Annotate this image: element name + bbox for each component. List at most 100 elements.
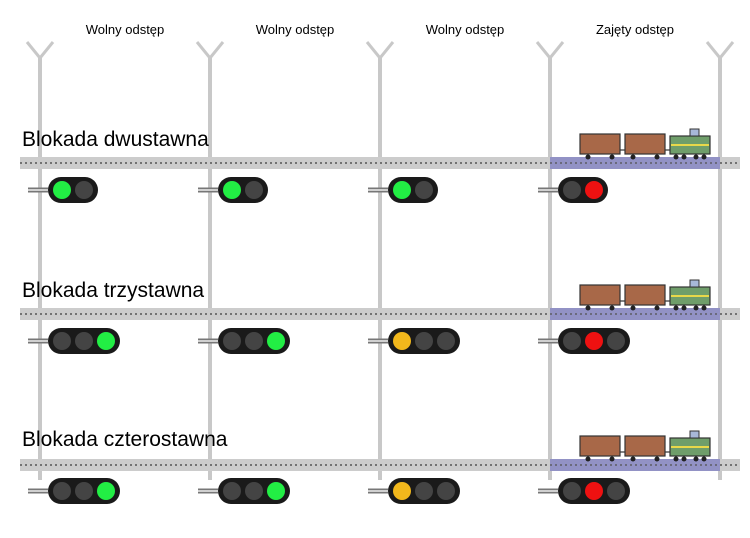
wheel <box>630 456 636 462</box>
wheel <box>701 305 707 311</box>
wheel <box>701 154 707 160</box>
signal <box>28 328 120 354</box>
signal-lamp-green <box>267 332 285 350</box>
signal-lamp-off <box>607 482 625 500</box>
track <box>20 459 740 471</box>
train <box>579 128 711 160</box>
signal-lamp-green <box>393 181 411 199</box>
locomotive-cab <box>689 279 700 288</box>
signal-lamp-off <box>223 332 241 350</box>
wagon <box>579 133 621 155</box>
signal-lamp-off <box>75 181 93 199</box>
signal-lamp-off <box>415 332 433 350</box>
signal-lamp-off <box>53 482 71 500</box>
trains <box>579 128 711 462</box>
wagon <box>624 133 666 155</box>
signal-lamp-red <box>585 332 603 350</box>
tracks <box>20 157 740 471</box>
section-label: Wolny odstęp <box>256 22 335 37</box>
signal-lamp-green <box>267 482 285 500</box>
boundary-pole <box>535 41 565 480</box>
signal <box>28 478 120 504</box>
signal-lamp-off <box>75 482 93 500</box>
signal-lamp-off <box>563 482 581 500</box>
signal-lamp-off <box>563 332 581 350</box>
signal-lamp-yellow <box>393 332 411 350</box>
signal-lamp-off <box>415 181 433 199</box>
wheel <box>681 305 687 311</box>
row-labels: Blokada dwustawna Blokada trzystawna Blo… <box>22 128 228 451</box>
locomotive-cab <box>689 128 700 137</box>
wheel <box>673 456 679 462</box>
boundary-pole <box>195 41 225 480</box>
signal <box>368 328 460 354</box>
wheel <box>609 154 615 160</box>
signal-lamp-off <box>437 332 455 350</box>
signal-lamp-green <box>53 181 71 199</box>
wagon <box>579 284 621 306</box>
wheel <box>693 456 699 462</box>
signal-lamp-red <box>585 181 603 199</box>
section-label: Zajęty odstęp <box>596 22 674 37</box>
wheel <box>630 154 636 160</box>
pole-arm <box>195 41 212 59</box>
wheel <box>585 456 591 462</box>
signal <box>198 328 290 354</box>
signals <box>28 177 630 504</box>
signal-lamp-red <box>585 482 603 500</box>
track <box>20 157 740 169</box>
locomotive-cab <box>689 430 700 439</box>
signal <box>538 328 630 354</box>
signal <box>368 177 438 203</box>
signal-lamp-green <box>97 482 115 500</box>
signal <box>198 478 290 504</box>
wagon <box>624 284 666 306</box>
pole-arm <box>365 41 382 59</box>
track <box>20 308 740 320</box>
pole-arm <box>208 41 225 59</box>
signal <box>538 177 608 203</box>
train <box>579 279 711 311</box>
signal-lamp-green <box>223 181 241 199</box>
wheel <box>673 305 679 311</box>
pole-arm <box>718 41 735 59</box>
signal-lamp-off <box>563 181 581 199</box>
signal-lamp-off <box>245 181 263 199</box>
signal-lamp-off <box>245 332 263 350</box>
signal-lamp-yellow <box>393 482 411 500</box>
signal-lamp-off <box>75 332 93 350</box>
wheel <box>585 154 591 160</box>
wheel <box>585 305 591 311</box>
signal <box>28 177 98 203</box>
pole-arm <box>378 41 395 59</box>
signal-lamp-off <box>53 332 71 350</box>
pole-arm <box>535 41 552 59</box>
wheel <box>681 154 687 160</box>
wagon <box>579 435 621 457</box>
section-labels: Wolny odstęp Wolny odstęp Wolny odstęp Z… <box>86 22 674 37</box>
wheel <box>654 154 660 160</box>
wheel <box>681 456 687 462</box>
signal <box>198 177 268 203</box>
signal <box>368 478 460 504</box>
boundary-pole <box>705 41 735 480</box>
wheel <box>673 154 679 160</box>
section-boundary-poles <box>25 41 735 480</box>
pole-arm <box>705 41 722 59</box>
section-label: Wolny odstęp <box>426 22 505 37</box>
signal-lamp-off <box>223 482 241 500</box>
pole-arm <box>38 41 55 59</box>
row-label: Blokada czterostawna <box>22 428 228 451</box>
wagon <box>624 435 666 457</box>
wheel <box>630 305 636 311</box>
wheel <box>701 456 707 462</box>
wheel <box>693 154 699 160</box>
wheel <box>654 456 660 462</box>
wheel <box>609 456 615 462</box>
boundary-pole <box>25 41 55 480</box>
row-label: Blokada trzystawna <box>22 279 204 302</box>
row-label: Blokada dwustawna <box>22 128 209 151</box>
signal-lamp-off <box>437 482 455 500</box>
pole-arm <box>548 41 565 59</box>
